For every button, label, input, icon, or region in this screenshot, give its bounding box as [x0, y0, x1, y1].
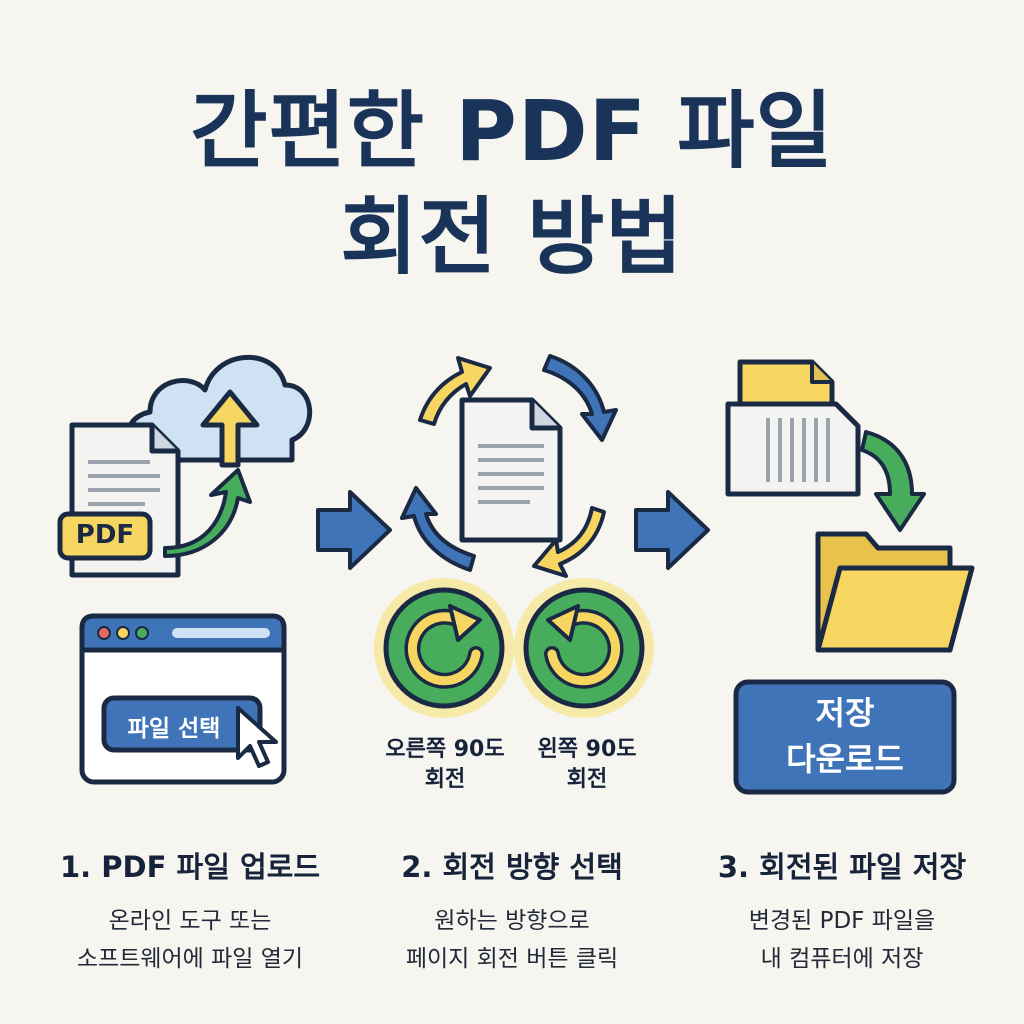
rotate-right-icon[interactable]	[374, 578, 514, 718]
step-3-desc-line-1: 변경된 PDF 파일을	[748, 908, 936, 934]
document-stack-icon	[725, 359, 861, 497]
folder-icon	[815, 531, 975, 653]
save-download-button[interactable]: 저장 다운로드	[736, 690, 954, 782]
title-line-1: 간편한 PDF 파일	[190, 82, 834, 180]
page-title: 간편한 PDF 파일 회전 방법	[0, 78, 1024, 290]
pdf-badge-icon	[57, 511, 153, 561]
step-3-title: 3. 회전된 파일 저장	[717, 850, 967, 884]
save-download-button-bg	[733, 679, 957, 795]
rotate-arrows-icon	[400, 354, 618, 578]
step-1-desc-line-2: 소프트웨어에 파일 열기	[76, 946, 304, 972]
step-2-desc-line-1: 원하는 방향으로	[434, 908, 590, 934]
step-1-desc-line-1: 온라인 도구 또는	[108, 908, 272, 934]
rotate-left-label-2: 회전	[566, 767, 608, 792]
download-arrow-icon	[860, 430, 926, 532]
cloud-upload-icon	[124, 355, 313, 468]
rotate-right-label-2: 회전	[424, 767, 466, 792]
rotate-left-label-1: 왼쪽 90도	[537, 737, 637, 762]
pdf-badge-label: PDF	[75, 520, 135, 550]
step-1-desc: 온라인 도구 또는 소프트웨어에 파일 열기	[20, 902, 360, 978]
rotate-left-icon[interactable]	[514, 578, 654, 718]
step-1-title: 1. PDF 파일 업로드	[59, 850, 321, 884]
save-button-line-1: 저장	[815, 694, 875, 732]
rotate-right-label-1: 오른쪽 90도	[385, 737, 505, 762]
save-button-line-2: 다운로드	[786, 740, 904, 778]
flow-arrow-icon	[634, 490, 710, 570]
cursor-icon	[236, 706, 278, 768]
step-2-desc: 원하는 방향으로 페이지 회전 버튼 클릭	[342, 902, 682, 978]
step-2-desc-line-2: 페이지 회전 버튼 클릭	[405, 946, 619, 972]
document-icon	[459, 397, 563, 543]
step-3-desc: 변경된 PDF 파일을 내 컴퓨터에 저장	[672, 902, 1012, 978]
upload-arrow-icon	[163, 468, 252, 558]
step-2-title: 2. 회전 방향 선택	[401, 850, 623, 884]
flow-arrow-icon	[316, 490, 392, 570]
rotate-right-label[interactable]: 오른쪽 90도 회전	[360, 735, 530, 795]
select-file-button-bg	[101, 695, 263, 753]
step-3-desc-line-2: 내 컴퓨터에 저장	[760, 946, 924, 972]
select-file-button[interactable]: 파일 선택	[127, 716, 221, 742]
rotate-left-label[interactable]: 왼쪽 90도 회전	[502, 735, 672, 795]
title-line-2: 회전 방법	[340, 188, 684, 286]
